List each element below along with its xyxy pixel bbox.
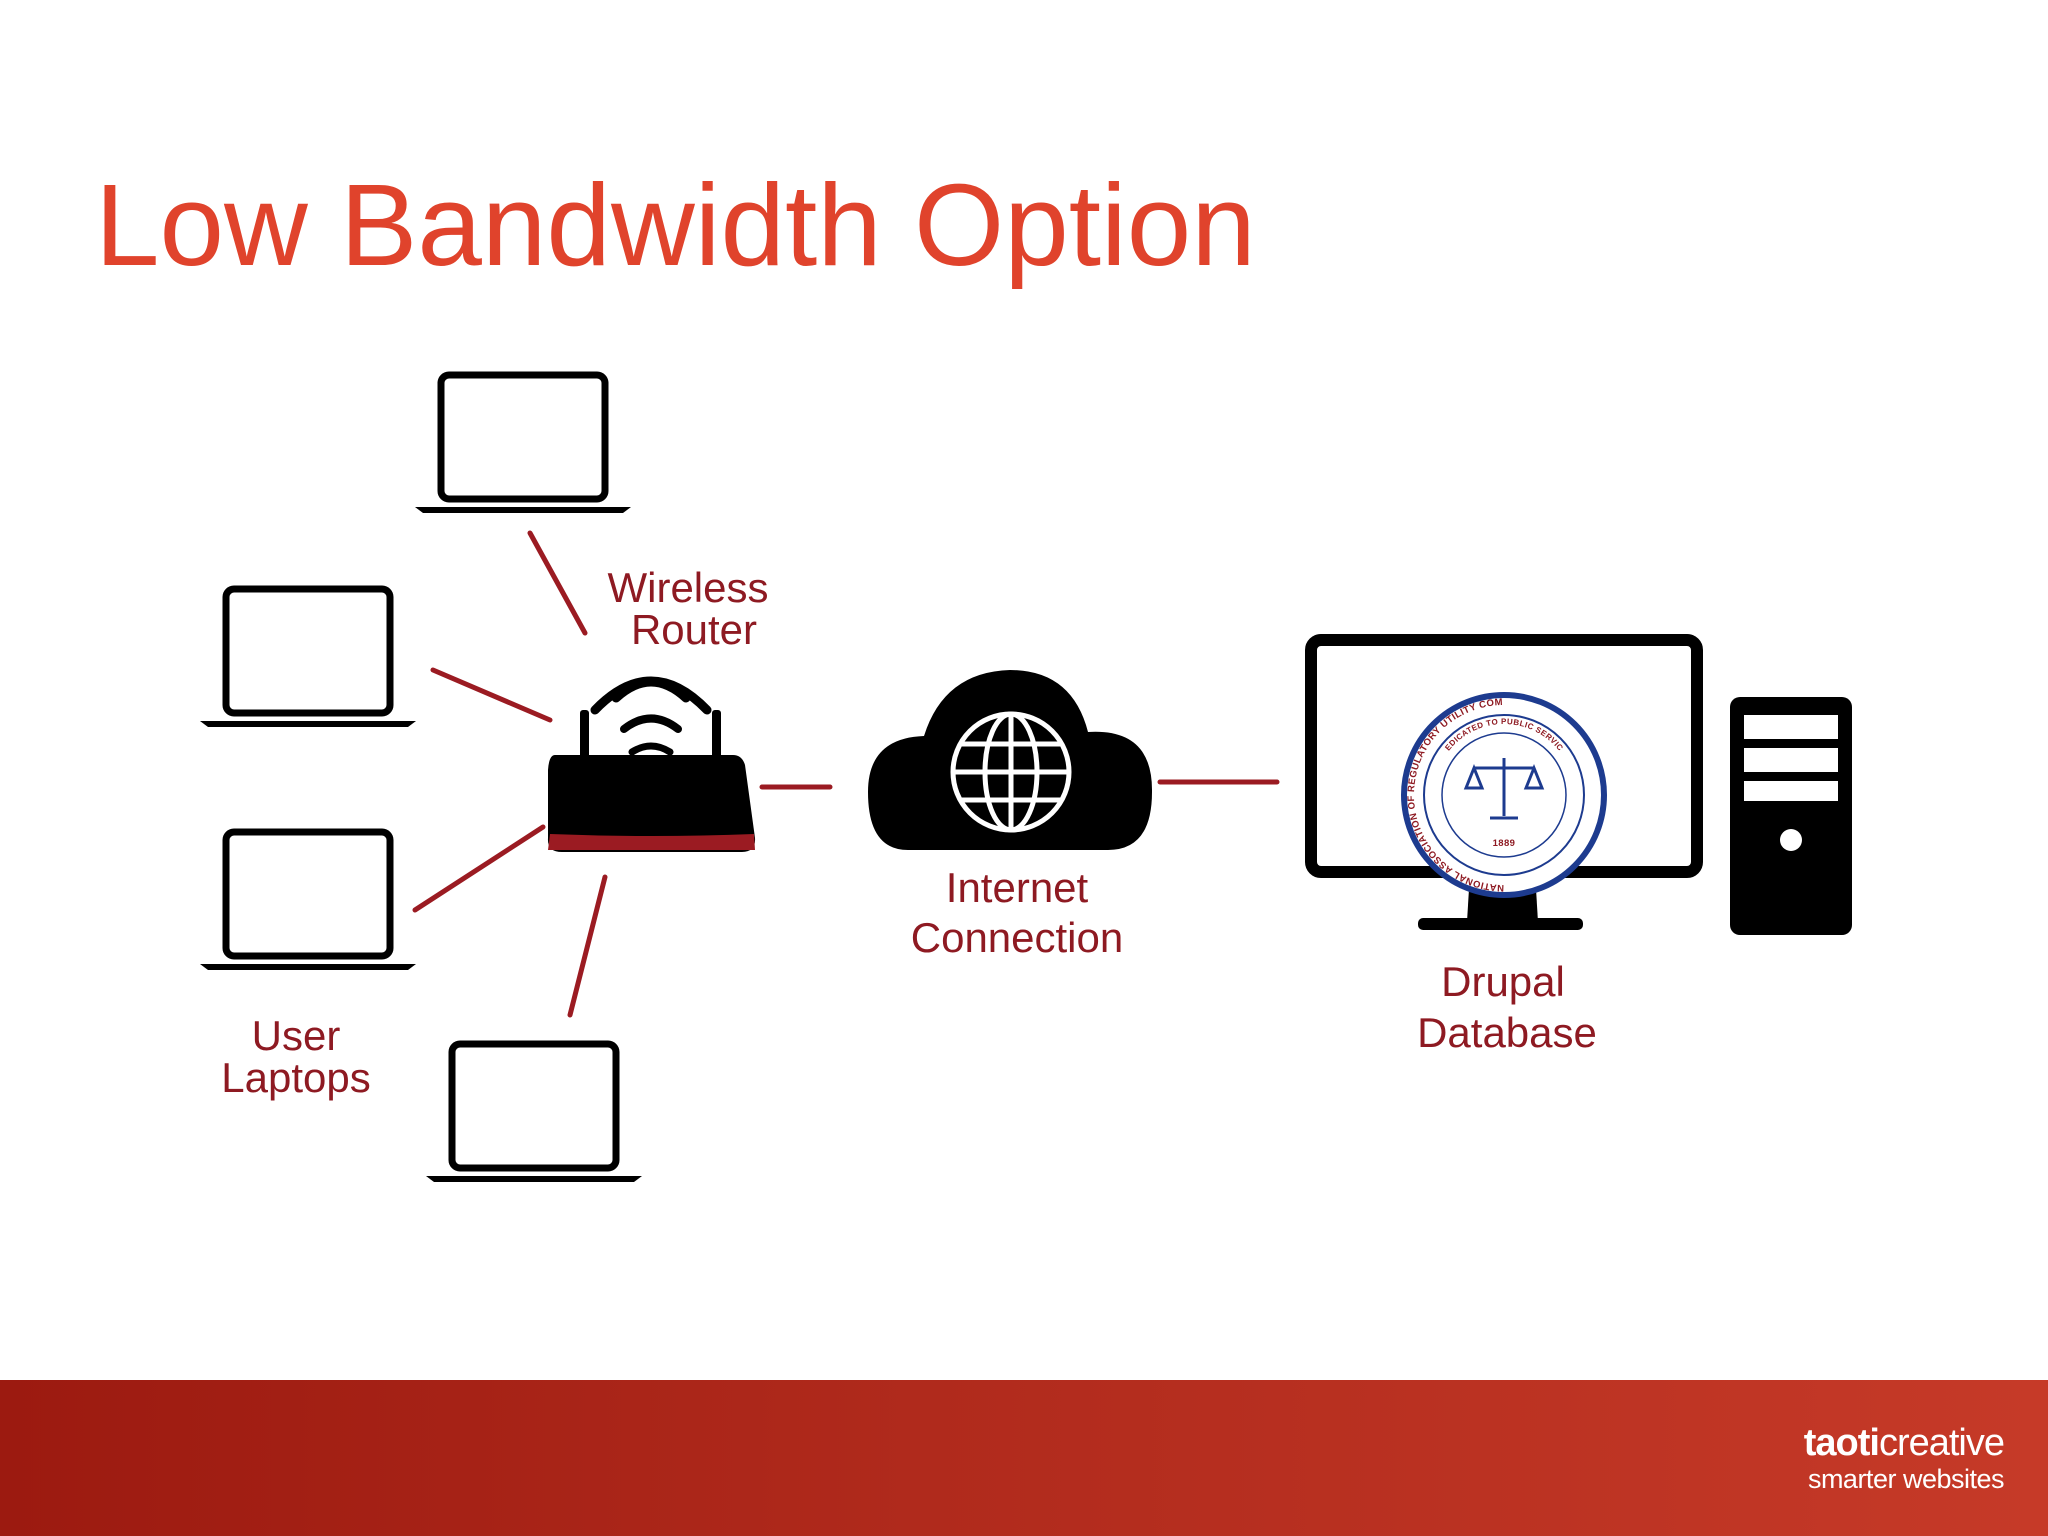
laptop-icon <box>200 589 416 727</box>
slide-title: Low Bandwidth Option <box>95 160 1256 290</box>
label-laptops: Laptops <box>221 1054 370 1101</box>
label-drupal: Drupal <box>1441 958 1565 1005</box>
scales-of-justice-icon <box>1463 758 1545 820</box>
label-connection: Connection <box>911 914 1123 961</box>
wireless-router-icon <box>547 676 756 852</box>
brand-name-light: creative <box>1878 1422 2005 1464</box>
network-diagram: NATIONAL ASSOCIATION OF REGULATORY UTILI… <box>0 0 1852 1380</box>
cloud-globe-icon <box>868 670 1153 850</box>
label-user: User <box>252 1012 341 1059</box>
svg-text:NATIONAL ASSOCIATION OF REGULA: NATIONAL ASSOCIATION OF REGULATORY UTILI… <box>0 0 1504 893</box>
laptop-icon <box>426 1044 642 1182</box>
seal-outer-text: NATIONAL ASSOCIATION OF REGULATORY UTILI… <box>0 0 1504 893</box>
link-laptop-4-router <box>567 874 608 1018</box>
laptop-icon <box>415 375 631 513</box>
computer-tower-icon <box>1730 697 1852 935</box>
brand-name: taoticreative <box>1803 1422 2005 1464</box>
seal-year: 1889 <box>1493 838 1516 849</box>
footer-band: taoticreative smarter websites <box>0 1380 2048 1536</box>
label-router: Router <box>631 606 757 653</box>
brand-tagline: smarter websites <box>1807 1464 2005 1494</box>
label-wireless: Wireless <box>607 564 768 611</box>
link-laptop-3-router <box>412 824 546 913</box>
link-laptop-1-router <box>527 530 588 636</box>
label-internet: Internet <box>946 864 1089 911</box>
taoti-creative-logo: taoticreative smarter websites <box>1803 1422 2005 1494</box>
label-database: Database <box>1417 1009 1597 1056</box>
brand-name-strong: taoti <box>1803 1422 1880 1464</box>
link-laptop-2-router <box>430 667 553 723</box>
laptop-icon <box>200 832 416 970</box>
